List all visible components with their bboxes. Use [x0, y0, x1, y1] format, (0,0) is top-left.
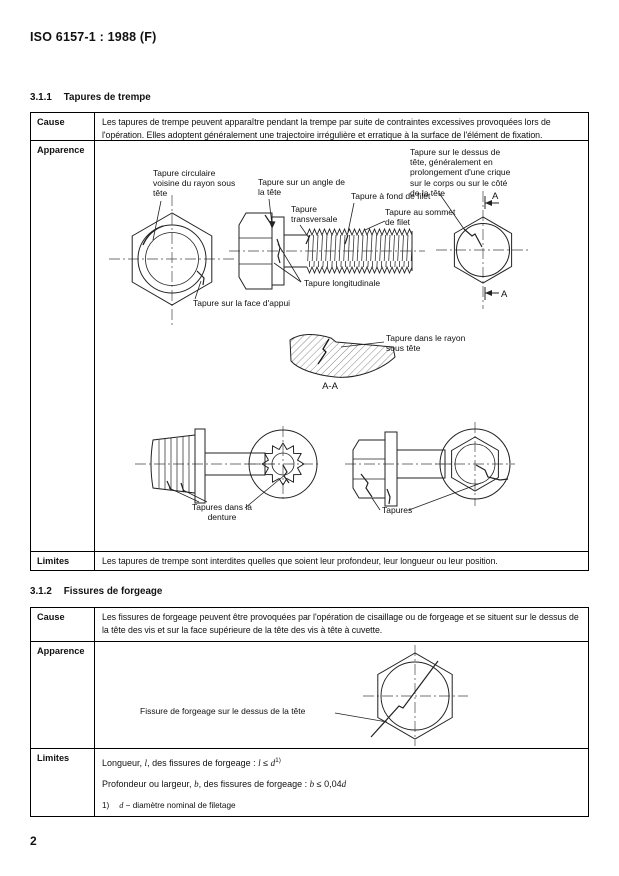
label-tapure-dessus-tete: Tapure sur le dessus de tête, généraleme… [410, 147, 511, 198]
bolt-side-view [229, 198, 425, 290]
cause-text: Les fissures de forgeage peuvent être pr… [102, 612, 579, 635]
variable-l: l [144, 758, 148, 768]
footnote-number: 1) [102, 801, 110, 810]
hex-head-forging-view [334, 645, 468, 746]
limites-depth-rule: Profondeur ou largeur, b, des fissures d… [95, 779, 588, 789]
twelve-point-front-view [245, 426, 321, 502]
row-limites: Limites Les tapures de trempe sont inter… [31, 551, 588, 570]
quench-cracks-drawing: A A [109, 191, 530, 511]
limites-label: Limites [31, 749, 95, 816]
section-number: 3.1.2 [30, 586, 52, 597]
label-tapure-face-appui: Tapure sur la face d'appui [193, 298, 291, 308]
section-title: Tapures de trempe [63, 92, 151, 103]
variable-b: b [194, 779, 199, 789]
row-limites: Limites Longueur, l, des fissures de for… [31, 748, 588, 816]
table-fissures-de-forgeage: Cause Les fissures de forgeage peuvent ê… [30, 607, 589, 817]
label-tapure-rayon-sous-tete: Tapure dans le rayon sous tête [386, 333, 466, 354]
footnote: 1) d − diamètre nominal de filetage [95, 801, 588, 810]
hex-head-section-view [436, 191, 530, 309]
operator: ≤ [260, 758, 271, 768]
label-tapure-angle: Tapure sur un angle de la tête [258, 177, 345, 198]
row-apparence: Apparence Fissure de forgeage sur le [31, 641, 588, 748]
limites-label: Limites [31, 552, 95, 570]
rule-text: Profondeur ou largeur, [102, 779, 195, 789]
variable-b: b [309, 779, 315, 789]
section-marker-top: A [492, 191, 499, 202]
operator: ≤ 0,04 [314, 779, 342, 789]
label-tapure-sommet-filet: Tapure au sommet de filet [385, 207, 456, 228]
apparence-label: Apparence [31, 642, 95, 748]
cause-text: Les tapures de trempe peuvent apparaître… [102, 117, 551, 140]
label-tapures-denture: Tapures dans la denture [191, 502, 252, 523]
rule-text: , des fissures de forgeage : [198, 779, 310, 789]
row-cause: Cause Les tapures de trempe peuvent appa… [31, 113, 588, 140]
section-aa-view [289, 334, 396, 378]
rule-text: , des fissures de forgeage : [147, 758, 259, 768]
row-cause: Cause Les fissures de forgeage peuvent ê… [31, 608, 588, 641]
section-marker-bottom: A [501, 289, 508, 300]
cause-label: Cause [31, 608, 95, 641]
figure-quench-cracks: A A [95, 141, 588, 551]
label-tapure-longitudinale: Tapure longitudinale [304, 278, 381, 288]
section-view-caption: A-A [322, 381, 338, 392]
hex-flange-bolt-side-view [345, 431, 453, 511]
label-tapures: Tapures [382, 505, 413, 515]
label-fissure-forgeage: Fissure de forgeage sur le dessus de la … [140, 706, 306, 716]
page-number: 2 [30, 834, 37, 848]
label-tapure-fond-filet: Tapure à fond de filet [351, 191, 431, 201]
twelve-point-bolt-side-view [135, 428, 287, 509]
section-number: 3.1.1 [30, 92, 52, 103]
limites-text: Les tapures de trempe sont interdites qu… [102, 556, 498, 566]
section-title: Fissures de forgeage [63, 586, 163, 597]
variable-l: l [258, 758, 261, 768]
section-heading-3-1-1: 3.1.1 Tapures de trempe [30, 92, 151, 103]
row-apparence: Apparence [31, 140, 588, 551]
label-tapure-circulaire: Tapure circulaire voisine du rayon sous … [153, 168, 236, 199]
hex-flange-front-view [408, 422, 515, 511]
limites-length-rule: Longueur, l, des fissures de forgeage : … [95, 757, 588, 768]
variable-d: d [341, 779, 347, 789]
footnote-ref: 1) [275, 757, 281, 764]
label-tapure-transversale: Tapure transversale [291, 204, 338, 225]
hex-head-top-view [109, 195, 235, 325]
variable-d: d [119, 801, 124, 810]
table-tapures-de-trempe: Cause Les tapures de trempe peuvent appa… [30, 112, 589, 571]
footnote-text: − diamètre nominal de filetage [123, 801, 236, 810]
cause-label: Cause [31, 113, 95, 140]
forging-crack-drawing [334, 645, 468, 746]
apparence-label: Apparence [31, 141, 95, 551]
variable-d: d [270, 758, 276, 768]
figure-forging-crack: Fissure de forgeage sur le dessus de la … [95, 642, 588, 748]
section-heading-3-1-2: 3.1.2 Fissures de forgeage [30, 586, 162, 597]
rule-text: Longueur, [102, 758, 145, 768]
doc-reference: ISO 6157-1 : 1988 (F) [30, 30, 157, 44]
